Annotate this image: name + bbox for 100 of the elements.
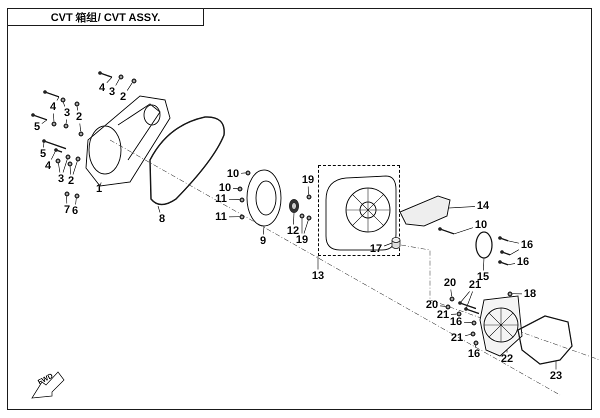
washer-drawing	[118, 74, 124, 80]
callout-number: 5	[34, 121, 40, 133]
washer-drawing	[456, 310, 462, 317]
leader-line	[106, 76, 112, 84]
leader-line	[474, 344, 476, 348]
leader-line	[228, 216, 240, 218]
callout-number: 23	[550, 370, 562, 382]
bolt-drawing	[98, 71, 114, 80]
leader-line	[510, 249, 520, 256]
washer-drawing	[245, 170, 251, 176]
leader-line	[450, 289, 452, 297]
leader-line	[53, 113, 54, 122]
guard-plate-drawing	[399, 195, 451, 227]
bolt-drawing	[31, 113, 48, 122]
callout-number: 3	[108, 86, 116, 98]
bushing-drawing	[391, 237, 401, 249]
bolt-drawing	[498, 260, 510, 267]
leader-line	[466, 291, 473, 310]
callout-number: 21	[436, 309, 450, 321]
washer-drawing	[78, 130, 84, 137]
leader-line	[506, 350, 508, 353]
callout-number: 21	[450, 332, 464, 344]
callout-number: 4	[98, 82, 106, 94]
bolt-drawing	[498, 236, 510, 243]
leader-line	[58, 162, 60, 173]
cover-gasket-drawing	[517, 315, 573, 365]
leader-line	[508, 240, 520, 244]
washer-drawing	[239, 196, 245, 203]
leader-line	[62, 158, 68, 173]
leader-line	[232, 188, 238, 189]
leader-line	[482, 258, 484, 271]
callout-number: 20	[444, 277, 456, 289]
leader-line	[464, 334, 471, 336]
callout-number: 16	[450, 316, 462, 328]
leader-line	[450, 314, 456, 315]
callout-number: 2	[68, 175, 74, 187]
washer-drawing	[51, 120, 57, 127]
washer-drawing	[473, 340, 479, 346]
leader-line	[126, 82, 132, 91]
washer-drawing	[445, 304, 451, 310]
o-ring-drawing	[475, 231, 493, 259]
bolt-drawing	[464, 307, 480, 316]
washer-drawing	[64, 190, 70, 197]
callout-number: 6	[72, 205, 78, 217]
leader-line	[50, 150, 56, 160]
leader-line	[440, 306, 446, 307]
leader-line	[263, 226, 264, 235]
washer-drawing	[75, 156, 81, 162]
callout-number: 14	[476, 200, 490, 212]
washer-drawing	[74, 100, 80, 107]
washer-drawing	[65, 154, 71, 160]
seal-drawing	[288, 198, 300, 214]
callout-number: 13	[312, 270, 324, 282]
leader-line	[512, 293, 522, 294]
leader-line	[508, 263, 516, 266]
callout-number: 2	[120, 91, 126, 103]
leader-line	[228, 198, 240, 200]
callout-number: 4	[50, 101, 56, 113]
washer-drawing	[449, 296, 455, 302]
leader-line	[100, 182, 102, 186]
leader-line	[76, 106, 78, 111]
washer-drawing	[130, 78, 136, 84]
callout-number: 3	[58, 173, 64, 185]
callout-number: 8	[158, 213, 166, 225]
washer-drawing	[67, 160, 73, 167]
leader-line	[66, 119, 67, 124]
bolt-drawing	[42, 139, 68, 151]
callout-number: 21	[468, 279, 482, 291]
leader-line	[79, 123, 82, 132]
washer-drawing	[306, 194, 312, 200]
callout-number: 10	[474, 219, 488, 231]
washer-drawing	[60, 96, 66, 103]
washer-drawing	[74, 192, 80, 199]
leader-line	[158, 206, 160, 213]
callout-number: 3	[64, 107, 70, 119]
leader-line	[41, 120, 48, 124]
leader-line	[460, 291, 470, 304]
leader-line	[72, 160, 78, 175]
leader-line	[304, 220, 309, 234]
callout-number: 2	[76, 111, 82, 123]
callout-number: 4	[44, 160, 52, 172]
callout-number: 22	[500, 353, 514, 365]
callout-number: 20	[426, 299, 438, 311]
callout-number: 16	[468, 348, 480, 360]
leader-line	[448, 206, 476, 208]
washer-drawing	[239, 214, 245, 220]
washer-drawing	[237, 186, 243, 192]
callout-number: 18	[524, 288, 536, 300]
washer-drawing	[507, 290, 513, 297]
title-block: CVT 箱组/ CVT ASSY.	[7, 8, 204, 26]
bolt-drawing	[500, 250, 512, 257]
washer-drawing	[55, 158, 61, 164]
callout-number: 9	[260, 235, 266, 247]
bolt-drawing	[458, 301, 478, 311]
washer-drawing	[306, 214, 312, 221]
bolt-drawing	[54, 148, 64, 154]
callout-number: 19	[296, 234, 308, 246]
washer-drawing	[63, 122, 69, 129]
washer-drawing	[471, 320, 477, 326]
callout-number: 10	[226, 168, 240, 180]
